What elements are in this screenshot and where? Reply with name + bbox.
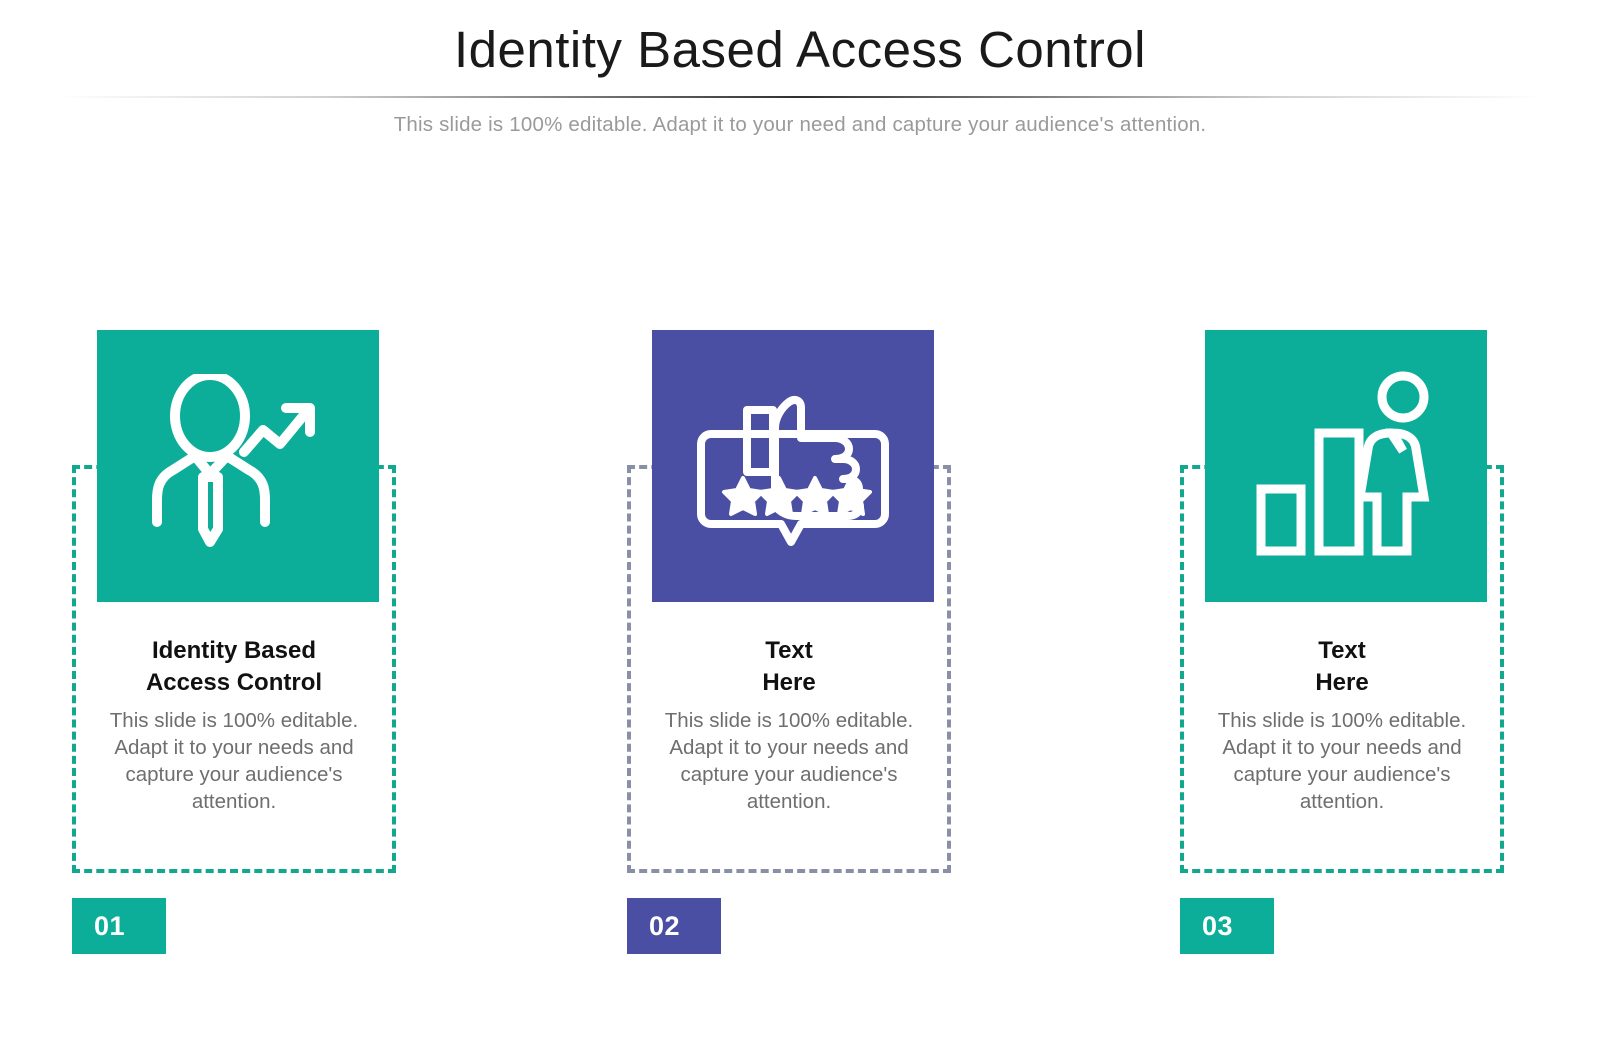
card-number-badge[interactable]: 02 (627, 898, 721, 954)
icon-tile (1205, 330, 1487, 602)
card-description: This slide is 100% editable. Adapt it to… (1217, 709, 1467, 813)
card-body: Text Here This slide is 100% editable. A… (639, 635, 939, 815)
card-02[interactable]: Text Here This slide is 100% editable. A… (627, 330, 965, 970)
card-03[interactable]: Text Here This slide is 100% editable. A… (1180, 330, 1518, 970)
card-number-badge[interactable]: 03 (1180, 898, 1274, 954)
card-body: Text Here This slide is 100% editable. A… (1192, 635, 1492, 815)
slide-header: Identity Based Access Control This slide… (0, 0, 1600, 160)
card-description: This slide is 100% editable. Adapt it to… (664, 709, 914, 813)
page-title: Identity Based Access Control (453, 21, 1147, 78)
card-heading: Identity Based Access Control (145, 637, 323, 696)
icon-tile (97, 330, 379, 602)
card-01[interactable]: Identity Based Access Control This slide… (72, 330, 410, 970)
card-description: This slide is 100% editable. Adapt it to… (109, 709, 359, 813)
card-heading: Text Here (762, 637, 816, 696)
title-divider (57, 96, 1543, 98)
bar-chart-person-icon (1251, 371, 1441, 561)
card-number-badge[interactable]: 01 (72, 898, 166, 954)
thumbs-up-star-rating-icon (693, 376, 893, 556)
page-subtitle: This slide is 100% editable. Adapt it to… (393, 113, 1207, 136)
card-body: Identity Based Access Control This slide… (84, 635, 384, 815)
icon-tile (652, 330, 934, 602)
card-heading: Text Here (1315, 637, 1369, 696)
businessman-growth-arrow-icon (148, 373, 328, 559)
